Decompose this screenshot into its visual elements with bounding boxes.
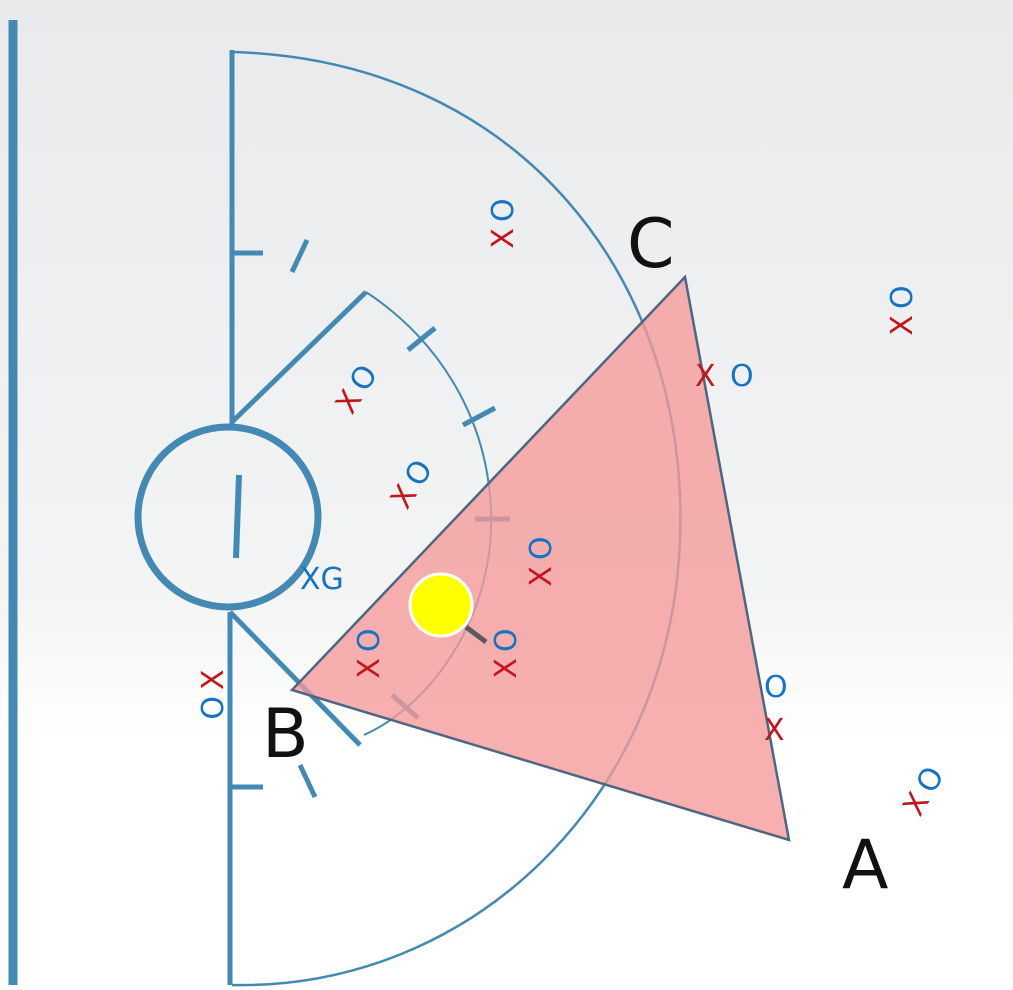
player-pair-goal-line: X O	[196, 669, 231, 719]
goal-crease-circle	[134, 423, 322, 611]
player-pair-crease-top: X O	[329, 359, 385, 420]
label-a: A	[842, 826, 889, 905]
player-pair-near-b: X O	[352, 628, 387, 678]
x-player: X	[524, 566, 559, 587]
player-pair-far-right: X O	[885, 285, 920, 335]
o-player: O	[352, 628, 387, 652]
player-pair-near-ball: X O	[489, 628, 524, 678]
o-player: O	[486, 198, 521, 222]
outer-hash-lower	[297, 763, 318, 799]
ball[interactable]	[408, 572, 474, 638]
ball-stick	[464, 625, 488, 644]
player-pair-center: X O	[524, 536, 559, 586]
player-pair-bottom-right: X O	[896, 761, 951, 822]
player-pair-crease-mid: X O	[384, 454, 440, 515]
outer-hash-upper	[289, 238, 310, 274]
crease-upper-edge	[230, 290, 368, 424]
o-player: O	[196, 696, 231, 720]
o-player-near-c: O	[730, 359, 754, 394]
x-player: X	[489, 658, 524, 679]
inner-arc-hash-1	[406, 326, 437, 352]
label-c: C	[627, 205, 674, 284]
x-player: X	[352, 658, 387, 679]
o-player: O	[524, 536, 559, 560]
o-player-near-a: O	[764, 670, 788, 705]
x-player: X	[486, 228, 521, 249]
triangle-abc	[289, 274, 791, 842]
player-pair-top: X O	[486, 198, 521, 248]
inner-arc-hash-2	[461, 405, 497, 428]
crease-lower-edge	[228, 610, 362, 747]
x-player: X	[885, 315, 920, 336]
x-player: X	[196, 669, 231, 690]
label-b: B	[262, 695, 309, 774]
x-player-near-c: X	[695, 359, 716, 394]
x-player-near-a: X	[764, 713, 785, 748]
o-player: O	[489, 628, 524, 652]
goalie-label: XG	[300, 562, 344, 597]
o-player: O	[885, 285, 920, 309]
goal-mark	[233, 474, 242, 559]
